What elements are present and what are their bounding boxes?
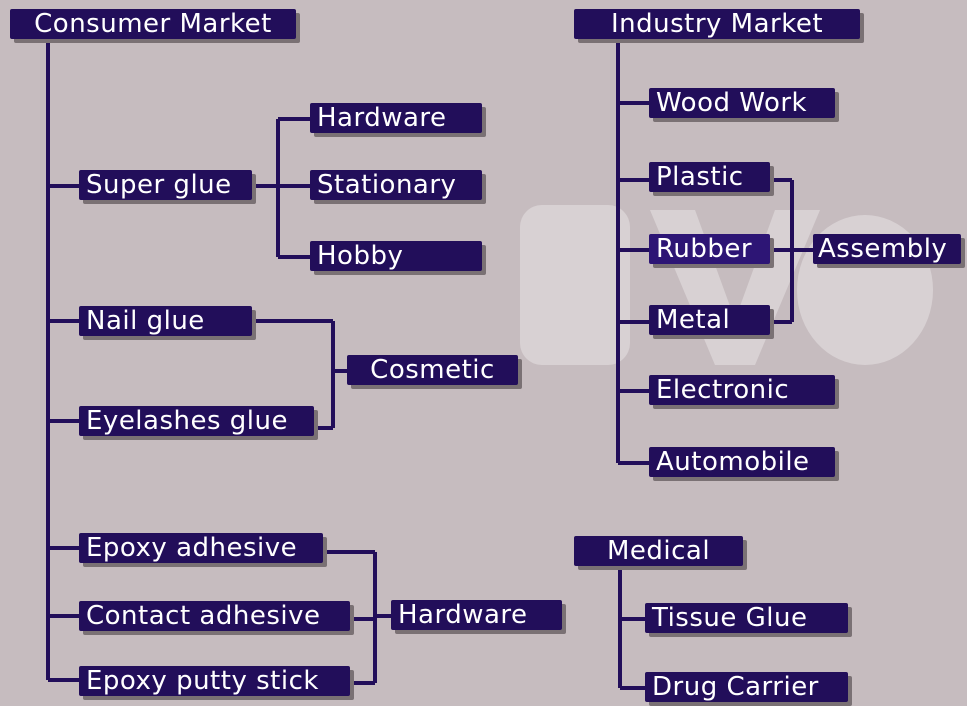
- drug-carrier-node: Drug Carrier: [645, 672, 848, 702]
- tissue-glue-node: Tissue Glue: [645, 603, 848, 633]
- hardware-node: Hardware: [310, 103, 482, 133]
- stationary-node: Stationary: [310, 170, 482, 200]
- epoxy-adhesive-node: Epoxy adhesive: [79, 533, 323, 563]
- medical-node: Medical: [574, 536, 743, 566]
- super-glue-node: Super glue: [79, 170, 252, 200]
- hobby-node: Hobby: [310, 241, 482, 271]
- electronic-node: Electronic: [649, 375, 835, 405]
- assembly-node: Assembly: [813, 234, 961, 264]
- industry-market-node: Industry Market: [574, 9, 860, 39]
- plastic-node: Plastic: [649, 162, 770, 192]
- cosmetic-node: Cosmetic: [347, 355, 518, 385]
- eyelashes-glue-node: Eyelashes glue: [79, 406, 314, 436]
- rubber-node: Rubber: [649, 234, 770, 264]
- automobile-node: Automobile: [649, 447, 835, 477]
- hardware-adhesive-node: Hardware: [391, 600, 562, 630]
- epoxy-putty-stick-node: Epoxy putty stick: [79, 666, 350, 696]
- nail-glue-node: Nail glue: [79, 306, 252, 336]
- consumer-market-node: Consumer Market: [10, 9, 296, 39]
- metal-node: Metal: [649, 305, 770, 335]
- wood-work-node: Wood Work: [649, 88, 835, 118]
- contact-adhesive-node: Contact adhesive: [79, 601, 350, 631]
